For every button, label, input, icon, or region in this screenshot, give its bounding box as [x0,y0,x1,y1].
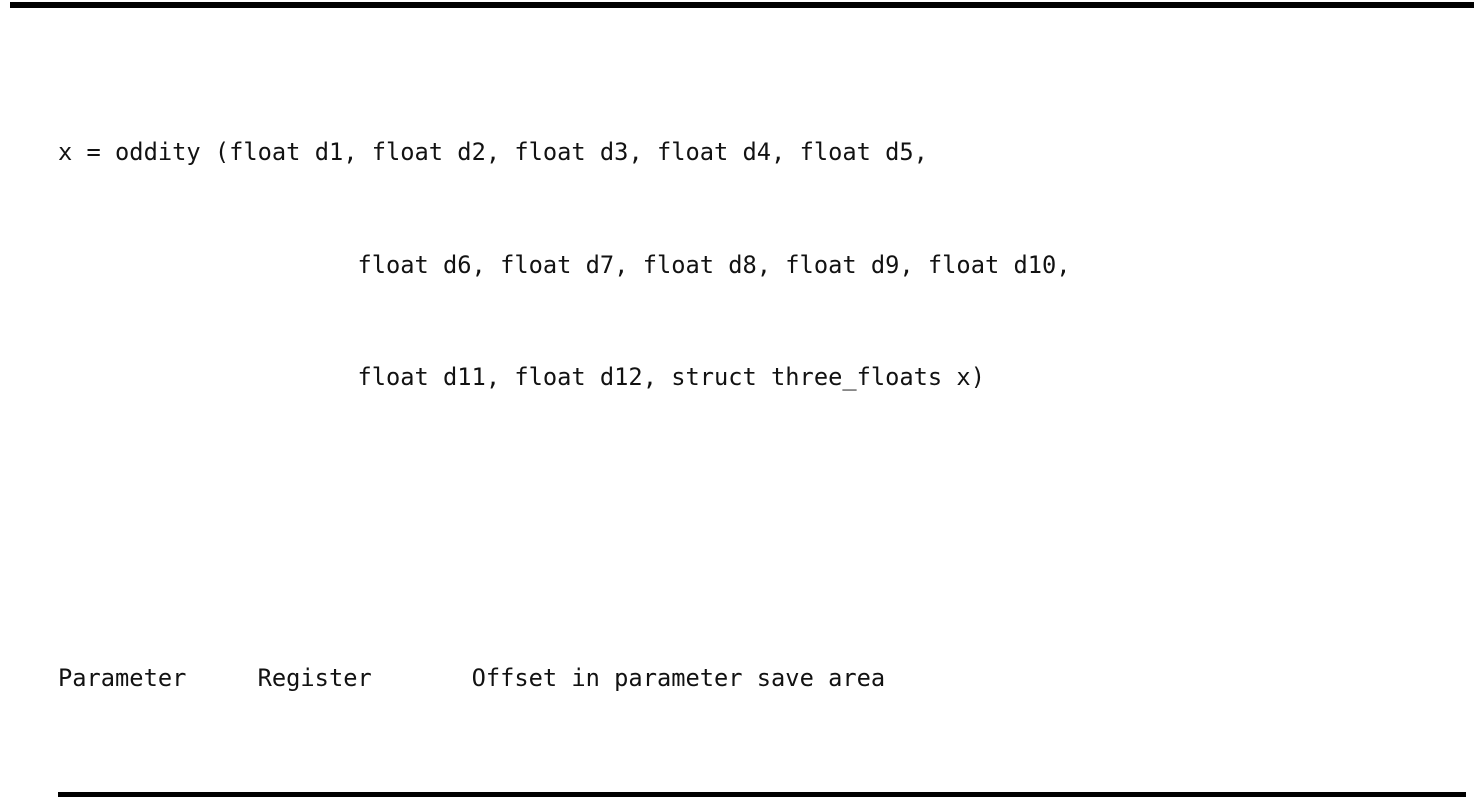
code-line-1: x = oddity (float d1, float d2, float d3… [58,137,928,166]
code-listing[interactable]: x = oddity (float d1, float d2, float d3… [58,21,1481,798]
header-parameter: Parameter [58,664,187,693]
header-offset: Offset in parameter save area [471,664,886,693]
code-line-2: float d6, float d7, float d8, float d9, … [357,250,1071,279]
bottom-rule [58,792,1466,797]
blank-line [58,510,1481,548]
top-rule [10,2,1474,8]
header-register: Register [257,664,372,693]
code-line-3: float d11, float d12, struct three_float… [357,363,985,392]
table-header-row: Parameter Register Offset in parameter s… [58,660,1481,698]
